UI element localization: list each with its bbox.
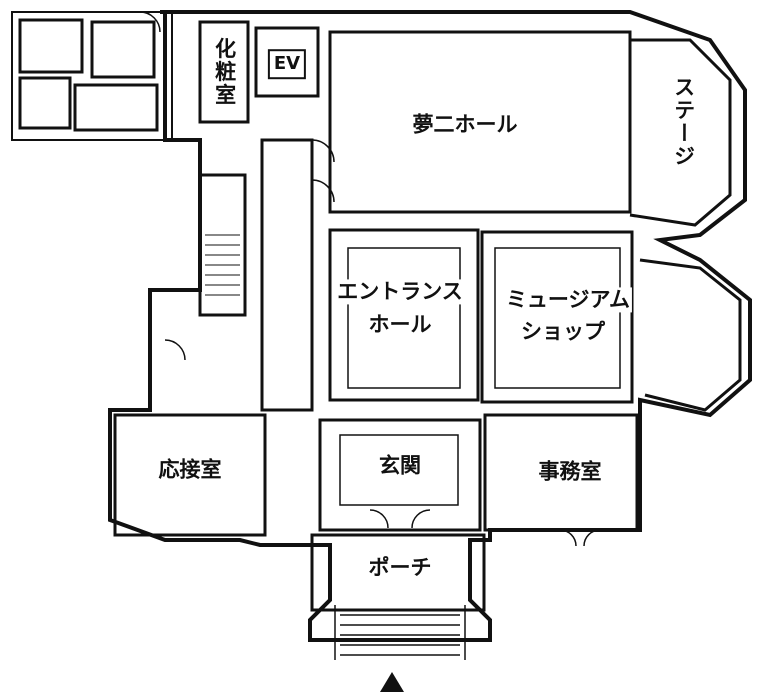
room-label-restroom: 化粧室 xyxy=(209,37,239,107)
room-label-entrance-hall-line2: ホール xyxy=(366,312,434,338)
room-label-reception: 応接室 xyxy=(156,457,224,483)
room-label-stage: ステージ xyxy=(668,76,698,168)
room-label-entrance-hall-line1: エントランス xyxy=(335,279,465,305)
room-label-genkan: 玄関 xyxy=(377,453,423,479)
room-label-yumeji-hall: 夢二ホール xyxy=(410,112,520,138)
room-label-museum-shop-line2: ショップ xyxy=(519,319,607,345)
room-label-office: 事務室 xyxy=(536,459,604,485)
room-label-porch: ポーチ xyxy=(366,555,434,581)
room-label-elevator: EV xyxy=(267,49,307,79)
north-arrow-icon xyxy=(380,672,404,692)
room-label-museum-shop-line1: ミュージアム xyxy=(503,287,633,313)
